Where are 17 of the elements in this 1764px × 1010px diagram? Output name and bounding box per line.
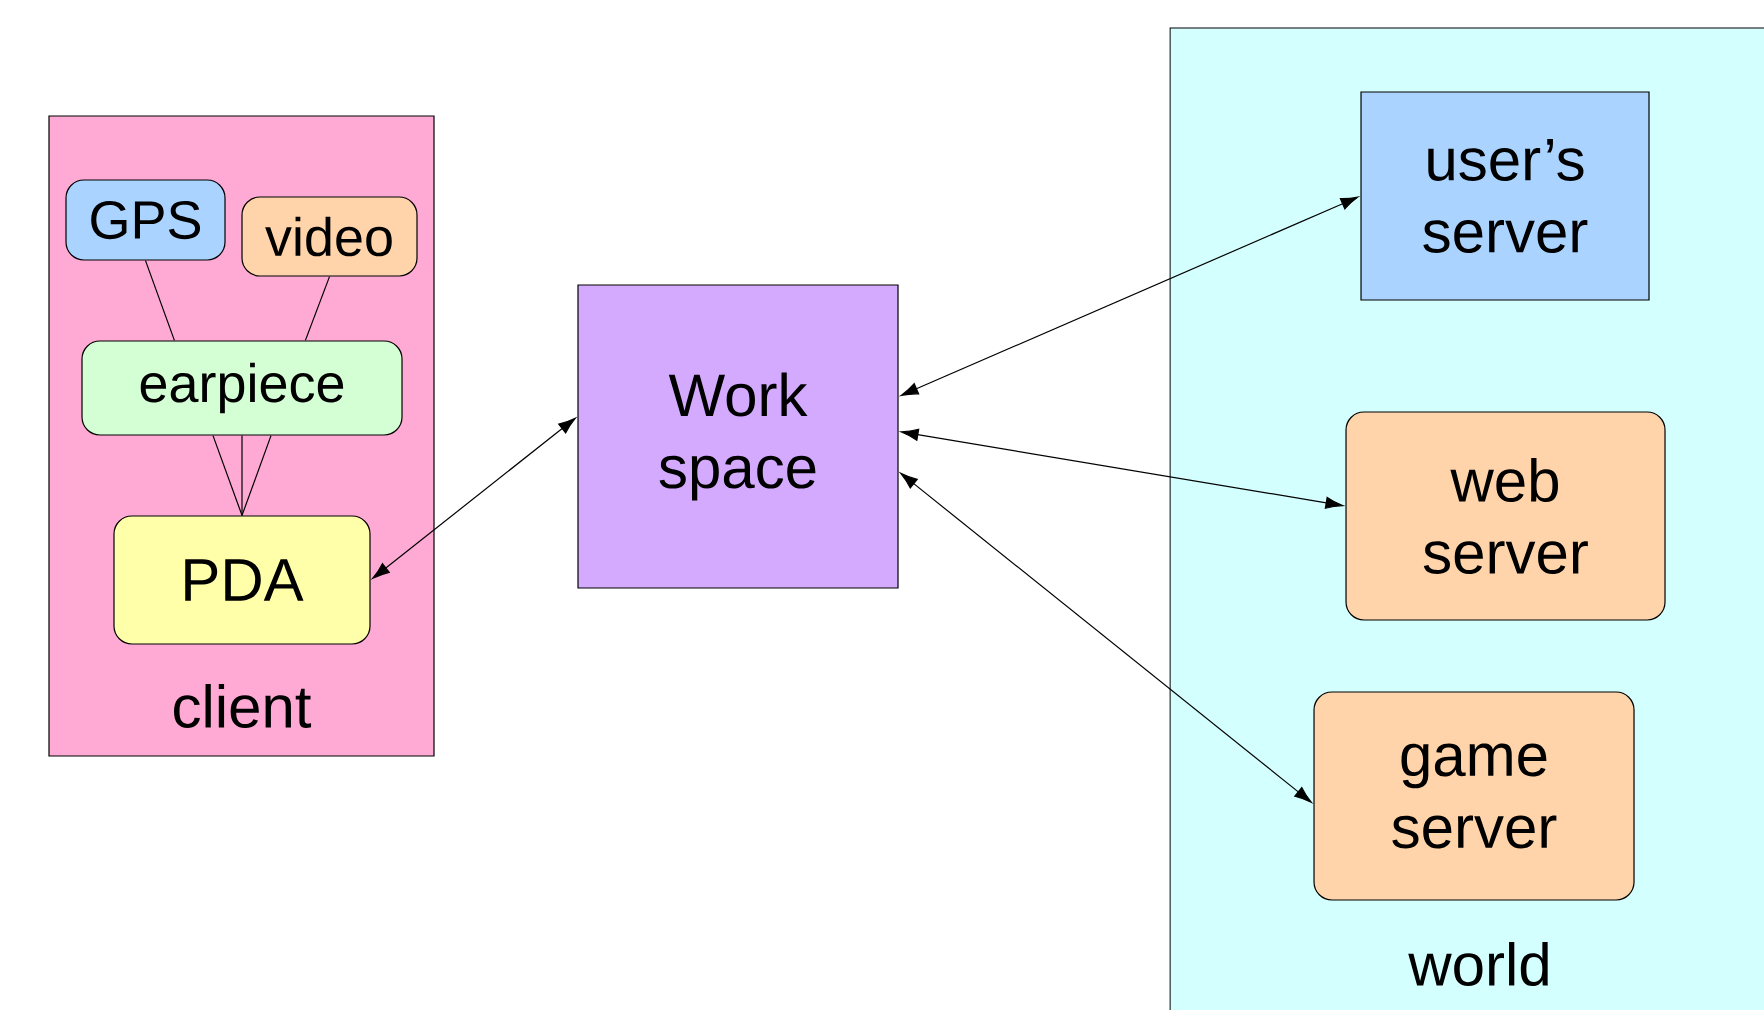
process-box: earpiece — [81, 340, 403, 436]
arrow — [900, 428, 1344, 509]
connector-line — [304, 276, 331, 341]
connector-line — [212, 435, 243, 516]
process-box: Work space — [577, 284, 899, 589]
process-box: user’s server — [1360, 91, 1650, 301]
connector-line — [144, 260, 175, 341]
process-box: web server — [1345, 411, 1666, 621]
arrow — [900, 196, 1359, 396]
process-box: game server — [1313, 691, 1635, 901]
process-box: video — [241, 196, 418, 277]
arrow — [900, 472, 1312, 803]
process-box: GPS — [65, 179, 226, 261]
arrow — [372, 417, 576, 579]
process-box: PDA — [113, 515, 371, 645]
connector-line — [241, 435, 243, 516]
connector-line — [241, 435, 272, 516]
